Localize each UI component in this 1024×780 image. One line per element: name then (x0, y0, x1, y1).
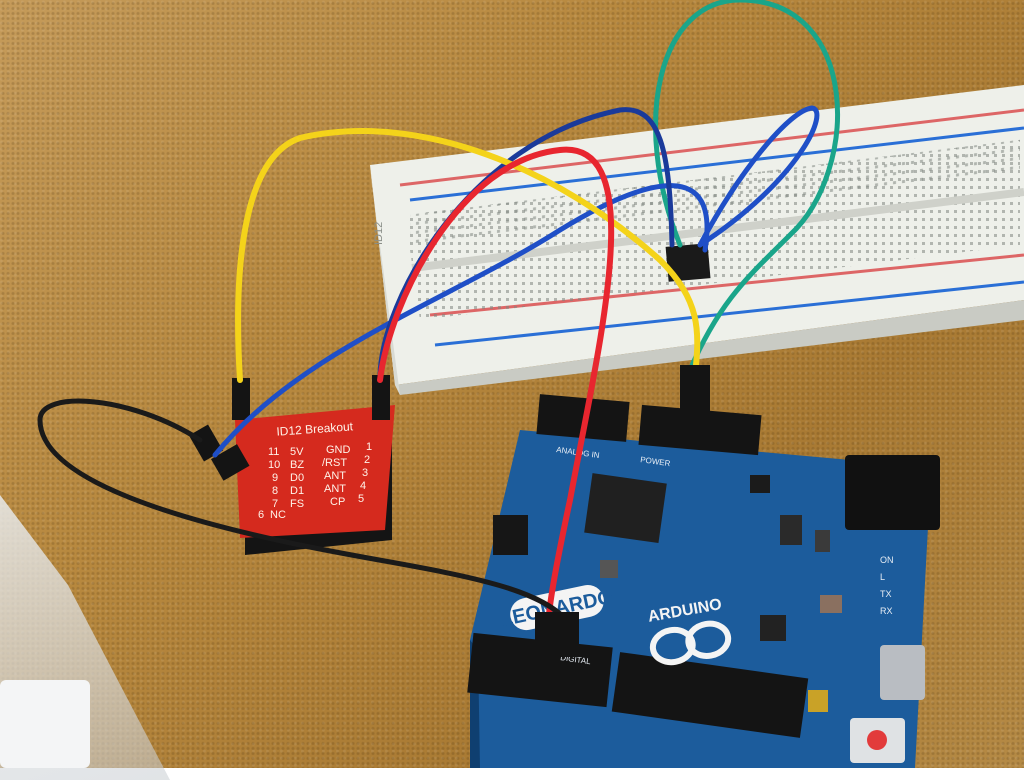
breakout-pin-5: 5 (358, 493, 364, 505)
navy-wire (377, 107, 675, 381)
breakout-pin-1: 1 (366, 441, 372, 453)
breakout-label-nc: NC (270, 509, 286, 521)
led-label-rx: RX (880, 606, 893, 616)
breakout-pin-9: 9 (272, 472, 278, 484)
yellow-wire (235, 128, 701, 383)
black-wire (37, 398, 573, 628)
led-label-tx: TX (880, 589, 892, 599)
breakout-pin-11: 11 (268, 446, 279, 458)
breakout-label-5v: 5V (290, 446, 304, 458)
breakout-pin-8: 8 (272, 485, 278, 497)
power-jack (845, 455, 940, 530)
breakout-label-fs: FS (290, 498, 304, 510)
breakout-label-bz: BZ (290, 459, 304, 471)
breakout-label-cp: CP (330, 496, 345, 508)
breakout-label-ant-1: ANT (324, 470, 346, 482)
breakout-pin-2: 2 (364, 454, 370, 466)
arduino-board: LEONARDO ARDUINO POWER ANALOG IN DIGITAL… (467, 394, 940, 768)
power-header-label: POWER (640, 455, 671, 468)
breadboard: ID12 (370, 85, 1024, 395)
red-wire (377, 146, 615, 633)
microcontroller-chip (584, 473, 667, 543)
breakout-pin-6: 6 (258, 509, 264, 521)
breakout-label-rst: /RST (322, 457, 347, 469)
led-label-l: L (880, 572, 885, 582)
led-label-on: ON (880, 555, 894, 565)
breakout-label-ant-2: ANT (324, 483, 346, 495)
breakout-pin-3: 3 (362, 467, 368, 479)
id12-breakout-board: ID12 Breakout 11 10 9 8 7 6 5V BZ D0 D1 … (188, 375, 395, 555)
breadboard-label: ID12 (373, 222, 385, 245)
breakout-pin-7: 7 (272, 498, 278, 510)
jumper-wires (37, 0, 840, 657)
breakout-label-gnd: GND (326, 444, 351, 456)
breakout-pin-4: 4 (360, 480, 366, 492)
blue-wire-breadboard (697, 105, 820, 248)
white-card (0, 680, 90, 768)
micro-usb-port (880, 645, 925, 700)
breakout-pin-10: 10 (268, 459, 280, 471)
blue-wire (212, 183, 710, 458)
breakout-label-d0: D0 (290, 472, 304, 484)
breakout-label-d1: D1 (290, 485, 304, 497)
breakout-title: ID12 Breakout (276, 419, 354, 438)
green-wire (653, 0, 840, 373)
